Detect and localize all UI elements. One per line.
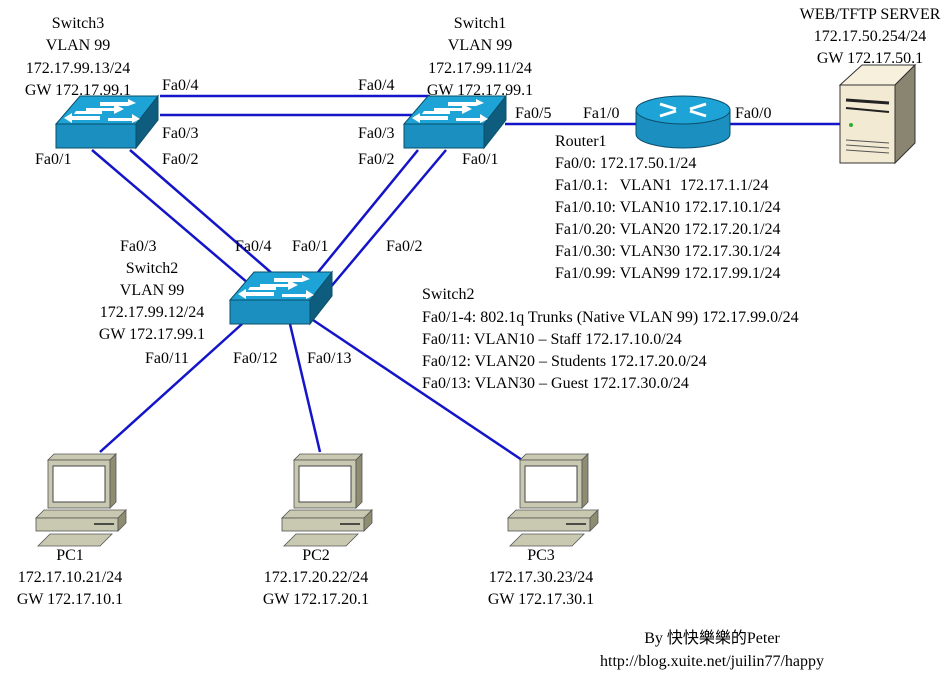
port-label: Fa1/0 — [583, 105, 619, 122]
switch3-vlan: VLAN 99 — [46, 37, 110, 54]
link-s2-pc3 — [309, 316, 526, 464]
port-label: Fa0/3 — [162, 125, 198, 142]
pc1-name: PC1 — [56, 547, 84, 564]
switch1-ip: 172.17.99.11/24 — [428, 60, 532, 77]
switch3-ip: 172.17.99.13/24 — [26, 60, 130, 77]
switch1-icon[interactable] — [403, 95, 507, 149]
port-label: Fa0/0 — [735, 105, 771, 122]
switch2-name: Switch2 — [126, 260, 178, 277]
router1-line: Fa1/0.99: VLAN99 172.17.99.1/24 — [555, 265, 780, 282]
router1-line: Fa1/0.10: VLAN10 172.17.10.1/24 — [555, 199, 780, 216]
switch2-note: Fa0/13: VLAN30 – Guest 172.17.30.0/24 — [422, 375, 689, 392]
server-icon[interactable] — [838, 63, 917, 165]
credit-author: By 快快樂樂的Peter — [644, 629, 780, 647]
switch2-gw: GW 172.17.99.1 — [99, 326, 205, 343]
switch1-vlan: VLAN 99 — [448, 37, 512, 54]
pc3-ip: 172.17.30.23/24 — [489, 569, 593, 586]
pc3-name: PC3 — [527, 547, 555, 564]
switch3-icon[interactable] — [55, 95, 159, 149]
switch2-notes-title: Switch2 — [422, 286, 474, 303]
port-label: Fa0/1 — [292, 238, 328, 255]
pc2-icon[interactable] — [281, 453, 373, 547]
pc1-icon[interactable] — [35, 453, 127, 547]
pc1-ip: 172.17.10.21/24 — [18, 569, 122, 586]
router1-line: Fa0/0: 172.17.50.1/24 — [555, 155, 696, 172]
pc1-gw: GW 172.17.10.1 — [17, 591, 123, 608]
switch1-gw: GW 172.17.99.1 — [427, 82, 533, 99]
router1-icon[interactable] — [635, 95, 731, 149]
server-name: WEB/TFTP SERVER — [800, 6, 941, 23]
switch2-note: Fa0/1-4: 802.1q Trunks (Native VLAN 99) … — [422, 309, 799, 326]
pc3-gw: GW 172.17.30.1 — [488, 591, 594, 608]
port-label: Fa0/13 — [307, 350, 351, 367]
port-label: Fa0/3 — [120, 238, 156, 255]
link-s3-s2-fa01 — [91, 149, 263, 296]
link-s1-s2-fa01 — [323, 149, 447, 296]
router1-line: Fa1/0.1: VLAN1 172.17.1.1/24 — [555, 177, 768, 194]
port-label: Fa0/2 — [358, 151, 394, 168]
port-label: Fa0/3 — [358, 125, 394, 142]
switch3-name: Switch3 — [52, 15, 104, 32]
link-s2-pc2 — [288, 323, 322, 453]
server-gw: GW 172.17.50.1 — [817, 50, 923, 67]
switch3-gw: GW 172.17.99.1 — [25, 82, 131, 99]
router1-name: Router1 — [555, 133, 607, 150]
port-label: Fa0/11 — [145, 350, 189, 367]
port-label: Fa0/12 — [233, 350, 277, 367]
router1-line: Fa1/0.30: VLAN30 172.17.30.1/24 — [555, 243, 780, 260]
switch2-note: Fa0/12: VLAN20 – Students 172.17.20.0/24 — [422, 353, 707, 370]
port-label: Fa0/2 — [162, 151, 198, 168]
pc3-icon[interactable] — [507, 453, 599, 547]
switch1-name: Switch1 — [454, 15, 506, 32]
pc2-ip: 172.17.20.22/24 — [264, 569, 368, 586]
server-ip: 172.17.50.254/24 — [814, 28, 926, 45]
links — [91, 94, 842, 464]
link-s2-pc1 — [99, 323, 243, 453]
switch2-ip: 172.17.99.12/24 — [100, 304, 204, 321]
port-label: Fa0/1 — [35, 151, 71, 168]
link-s3-s2-fa02 — [129, 149, 283, 283]
switch2-vlan: VLAN 99 — [120, 282, 184, 299]
pc2-gw: GW 172.17.20.1 — [263, 591, 369, 608]
port-label: Fa0/4 — [358, 77, 394, 94]
port-label: Fa0/4 — [235, 238, 271, 255]
switch2-note: Fa0/11: VLAN10 – Staff 172.17.10.0/24 — [422, 331, 682, 348]
router1-line: Fa1/0.20: VLAN20 172.17.20.1/24 — [555, 221, 780, 238]
link-s1-s2-fa02 — [309, 149, 419, 283]
credit-url[interactable]: http://blog.xuite.net/juilin77/happy — [600, 653, 824, 670]
port-label: Fa0/5 — [515, 105, 551, 122]
pc2-name: PC2 — [302, 547, 330, 564]
port-label: Fa0/4 — [162, 77, 198, 94]
port-label: Fa0/2 — [386, 238, 422, 255]
port-label: Fa0/1 — [462, 151, 498, 168]
